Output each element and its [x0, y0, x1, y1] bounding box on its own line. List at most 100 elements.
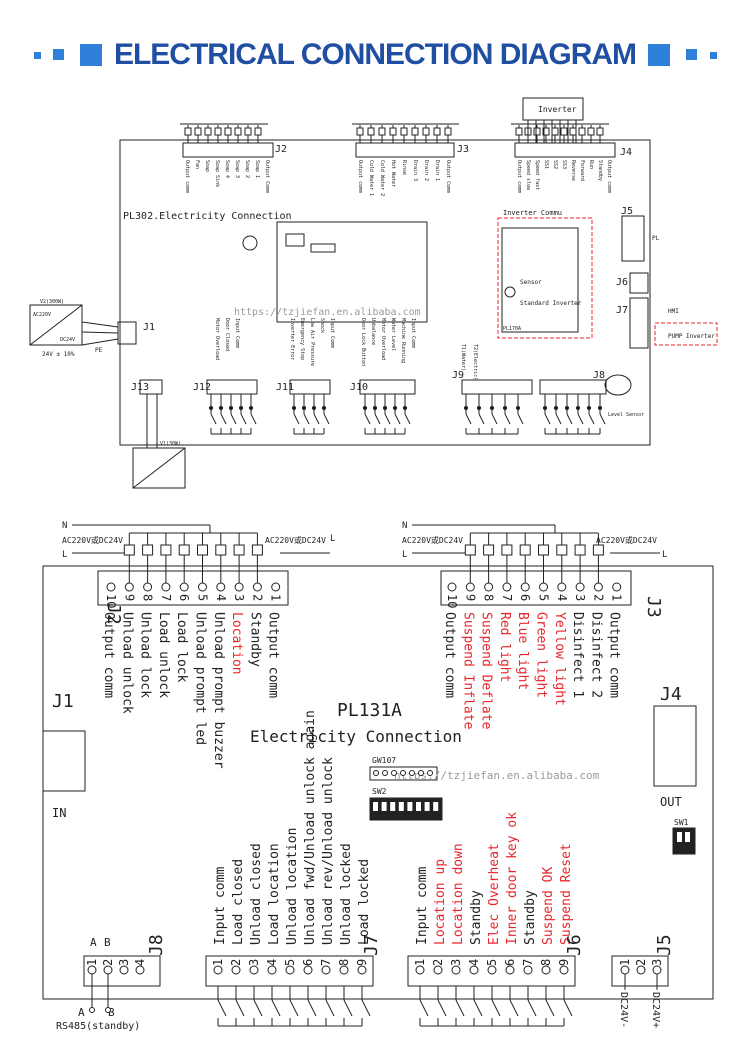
j7-terminal-5[interactable] — [285, 965, 295, 975]
j2-terminal-3[interactable] — [234, 582, 244, 592]
d1-relay-2-5 — [560, 127, 568, 136]
d1-j3-label-6: Drain 2 — [423, 160, 429, 181]
j3-terminal-9[interactable] — [465, 582, 475, 592]
j3-terminal-2[interactable] — [593, 582, 603, 592]
j2-terminal-8[interactable] — [143, 582, 153, 592]
j3-terminal-4[interactable] — [557, 582, 567, 592]
j2-terminal-6[interactable] — [179, 582, 189, 592]
sw1-dip-switch[interactable] — [672, 827, 696, 855]
sw2-lever-6[interactable] — [424, 802, 430, 811]
j3-pin-10: 10 — [445, 594, 459, 608]
j2-pin-10: 10 — [104, 594, 118, 608]
j6-terminal-1[interactable] — [415, 965, 425, 975]
j7-pin-2: 2 — [229, 959, 243, 966]
j7-terminal-8[interactable] — [339, 965, 349, 975]
j2-terminal-9[interactable] — [124, 582, 134, 592]
j7-terminal-3[interactable] — [249, 965, 259, 975]
sw2-lever-0[interactable] — [373, 802, 378, 811]
j2-pin-8: 8 — [141, 594, 155, 601]
j2-signal-2: Standby — [247, 612, 262, 667]
j2-terminal-4[interactable] — [216, 582, 226, 592]
d1-relay-1-4 — [400, 127, 408, 136]
d1-j2-label-4: Soap 4 — [224, 160, 230, 178]
j6-terminal-2[interactable] — [433, 965, 443, 975]
pl131a-title: PL131A — [337, 700, 402, 721]
d1-relay-1-6 — [422, 127, 430, 136]
sw2-dip-switch[interactable] — [369, 797, 443, 821]
sw2-lever-7[interactable] — [433, 802, 439, 811]
j2-relay-8 — [142, 544, 154, 556]
j3-terminal-1[interactable] — [612, 582, 622, 592]
j7-terminal-2[interactable] — [231, 965, 241, 975]
d1-relay-2-2 — [533, 127, 541, 136]
j3-signal-1: Output comm — [607, 612, 622, 698]
d1-relay-0-4 — [224, 127, 232, 136]
j6-pin-7: 7 — [521, 959, 535, 966]
rs485-b-terminal[interactable] — [105, 1007, 111, 1013]
j5-terminal-3[interactable] — [652, 965, 662, 975]
j2-terminal-5[interactable] — [198, 582, 207, 592]
j2-terminal-strip — [182, 142, 274, 158]
j8-terminal-2[interactable] — [103, 965, 113, 975]
j6-terminal-4[interactable] — [469, 965, 479, 975]
j8-terminal-3[interactable] — [119, 965, 129, 975]
j7-pin-6: 6 — [301, 959, 315, 966]
d1-relay-2-6 — [569, 127, 577, 136]
j7-terminal-9[interactable] — [357, 965, 367, 975]
j3-terminal-10[interactable] — [447, 582, 457, 592]
j3-terminal-7[interactable] — [502, 582, 512, 592]
j2-pin-7: 7 — [159, 594, 173, 601]
j11-terminal-strip — [289, 379, 331, 395]
j2-signal-7: Load unlock — [156, 612, 171, 698]
j3-signal-5: Green light — [534, 612, 549, 698]
sw1-lever-1[interactable] — [685, 832, 690, 842]
j2-terminal-10[interactable] — [106, 582, 116, 592]
j7-terminal-7[interactable] — [321, 965, 331, 975]
j6-terminal-5[interactable] — [487, 965, 497, 975]
j2-terminal-7[interactable] — [161, 582, 171, 592]
j6-terminal-6[interactable] — [505, 965, 515, 975]
inverter-box — [522, 97, 584, 121]
j7-terminal-1[interactable] — [213, 965, 223, 975]
j7-signal-1: Input comm — [213, 867, 228, 945]
sw1-lever-0[interactable] — [677, 832, 682, 842]
j3-terminal-3[interactable] — [575, 582, 585, 592]
sw2-lever-4[interactable] — [407, 802, 413, 811]
j3-pin-4: 4 — [555, 594, 569, 601]
sw2-lever-3[interactable] — [398, 802, 404, 811]
d1-j10-label-2: Motor Overload — [380, 318, 386, 360]
j6-terminal-8[interactable] — [541, 965, 551, 975]
j6-terminal-7[interactable] — [523, 965, 533, 975]
gw107-pin-2 — [391, 770, 397, 776]
d1-switch-0-1 — [218, 405, 224, 411]
sw2-lever-2[interactable] — [390, 802, 396, 811]
j2-terminal-2[interactable] — [252, 582, 262, 592]
sw2-lever-5[interactable] — [416, 802, 421, 811]
j7-terminal-4[interactable] — [267, 965, 277, 975]
d1-j2-label-0: Output comm — [184, 160, 190, 193]
j2-signal-3: Location — [229, 612, 244, 675]
j7-pin-7: 7 — [319, 959, 333, 966]
d1-switch-2-0 — [362, 405, 368, 411]
sw2-lever-1[interactable] — [381, 802, 387, 811]
j3-terminal-5[interactable] — [539, 582, 548, 592]
j7-terminal-6[interactable] — [303, 965, 313, 975]
d1-j11-label-1: Emergency Stop — [299, 318, 305, 360]
j8-terminal-1[interactable] — [87, 965, 97, 975]
j2-terminal-1[interactable] — [271, 582, 281, 592]
j6-terminal-3[interactable] — [451, 965, 461, 975]
header-pins — [310, 243, 336, 253]
j8-terminal-4[interactable] — [135, 965, 145, 975]
j3-terminal-6[interactable] — [520, 582, 530, 592]
j5-terminal-2[interactable] — [636, 965, 646, 975]
sw1-label: SW1 — [674, 818, 689, 827]
j3-terminal-8[interactable] — [484, 582, 494, 592]
d1-j3-label-4: Rinse — [401, 160, 407, 175]
j7-name: J7 — [361, 934, 382, 956]
j4-label: J4 — [660, 684, 682, 705]
rs485-a-terminal[interactable] — [89, 1007, 95, 1013]
j6-terminal-9[interactable] — [559, 965, 569, 975]
j5-terminal-1[interactable] — [620, 965, 630, 975]
